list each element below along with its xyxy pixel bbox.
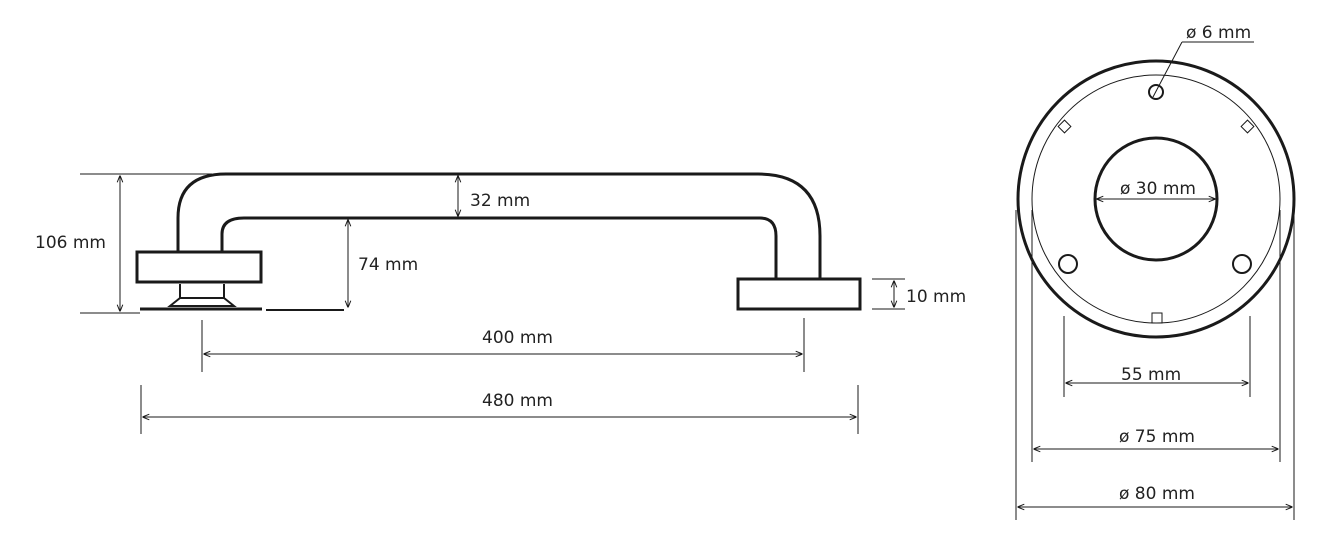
dimension-75mm: ø 75 mm <box>1031 210 1281 462</box>
dimension-400mm: 400 mm <box>201 318 805 372</box>
dimension-tube-diameter: ø 30 mm <box>1097 179 1215 199</box>
dimension-32mm: 32 mm <box>458 176 530 216</box>
label-74mm: 74 mm <box>358 255 418 275</box>
tube-circle <box>1093 136 1219 262</box>
left-mount-foot <box>167 284 237 307</box>
grab-bar-inner-contour <box>220 216 778 278</box>
dimension-106mm: 106 mm <box>35 173 212 314</box>
screw-hole-top <box>1148 84 1164 100</box>
locating-mark-right <box>1240 119 1255 134</box>
right-flange-block <box>736 277 862 311</box>
label-106mm: 106 mm <box>35 233 106 253</box>
label-80mm: ø 80 mm <box>1119 484 1195 504</box>
grab-bar-outer-contour <box>176 172 822 278</box>
screw-hole-left <box>1058 254 1078 274</box>
screw-hole-right <box>1232 254 1252 274</box>
end-view: ø 6 mm ø 30 mm 55 mm ø 75 mm ø 80 mm <box>1015 23 1296 520</box>
dimension-55mm: 55 mm <box>1063 316 1251 397</box>
label-75mm: ø 75 mm <box>1119 427 1195 447</box>
dimension-80mm: ø 80 mm <box>1015 210 1295 520</box>
label-55mm: 55 mm <box>1121 365 1181 385</box>
label-tube-diameter: ø 30 mm <box>1120 179 1196 199</box>
left-flange-block <box>135 250 263 284</box>
flange-outer-circle <box>1016 59 1296 339</box>
label-10mm: 10 mm <box>906 287 966 307</box>
label-480mm: 480 mm <box>482 391 553 411</box>
dimension-10mm: 10 mm <box>872 278 966 310</box>
dimension-74mm: 74 mm <box>348 220 418 307</box>
dimension-screw-hole: ø 6 mm <box>1152 23 1254 98</box>
locating-mark-bottom <box>1151 312 1163 324</box>
locating-mark-left <box>1057 119 1072 134</box>
label-400mm: 400 mm <box>482 328 553 348</box>
label-screw-hole: ø 6 mm <box>1186 23 1251 43</box>
label-32mm: 32 mm <box>470 191 530 211</box>
side-view: 106 mm 32 mm 74 mm 10 mm 400 mm <box>35 172 966 434</box>
dimension-480mm: 480 mm <box>140 385 859 434</box>
